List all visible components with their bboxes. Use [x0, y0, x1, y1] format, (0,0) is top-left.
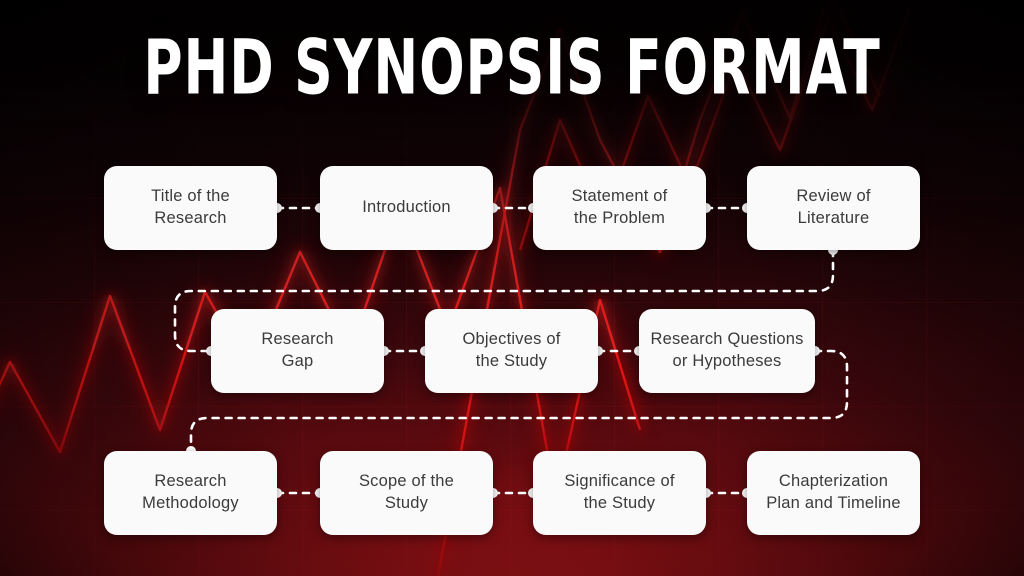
flow-node-label: Research Questions or Hypotheses	[650, 330, 804, 370]
flow-node-label: Review of Literature	[796, 187, 871, 227]
flow-node-label: Scope of the Study	[358, 472, 455, 512]
flow-node-label: Chapterization Plan and Timeline	[766, 472, 901, 512]
flow-node-label: Introduction	[362, 198, 451, 217]
flow-node-review-of-literature[interactable]: Review of Literature	[747, 166, 920, 250]
flow-node-label: Statement of the Problem	[571, 187, 668, 227]
page-title: PHD SYNOPSIS FORMAT	[143, 25, 881, 113]
flow-node-statement-of-the-problem[interactable]: Statement of the Problem	[533, 166, 706, 250]
flow-node-label: Research Gap	[261, 330, 334, 370]
flow-node-label: Significance of the Study	[564, 472, 675, 512]
flow-node-introduction[interactable]: Introduction	[320, 166, 493, 250]
flow-node-significance-of-the-study[interactable]: Significance of the Study	[533, 451, 706, 535]
flow-node-research-questions-or-hypotheses[interactable]: Research Questions or Hypotheses	[639, 309, 815, 393]
flow-node-title-of-the-research[interactable]: Title of the Research	[104, 166, 277, 250]
flow-node-label: Research Methodology	[142, 472, 239, 512]
flow-node-scope-of-the-study[interactable]: Scope of the Study	[320, 451, 493, 535]
flow-node-label: Objectives of the Study	[462, 330, 561, 370]
flow-node-chapterization-plan-and-timeline[interactable]: Chapterization Plan and Timeline	[747, 451, 920, 535]
flow-node-label: Title of the Research	[151, 187, 230, 227]
flow-node-research-methodology[interactable]: Research Methodology	[104, 451, 277, 535]
flow-node-research-gap[interactable]: Research Gap	[211, 309, 384, 393]
flow-node-objectives-of-the-study[interactable]: Objectives of the Study	[425, 309, 598, 393]
